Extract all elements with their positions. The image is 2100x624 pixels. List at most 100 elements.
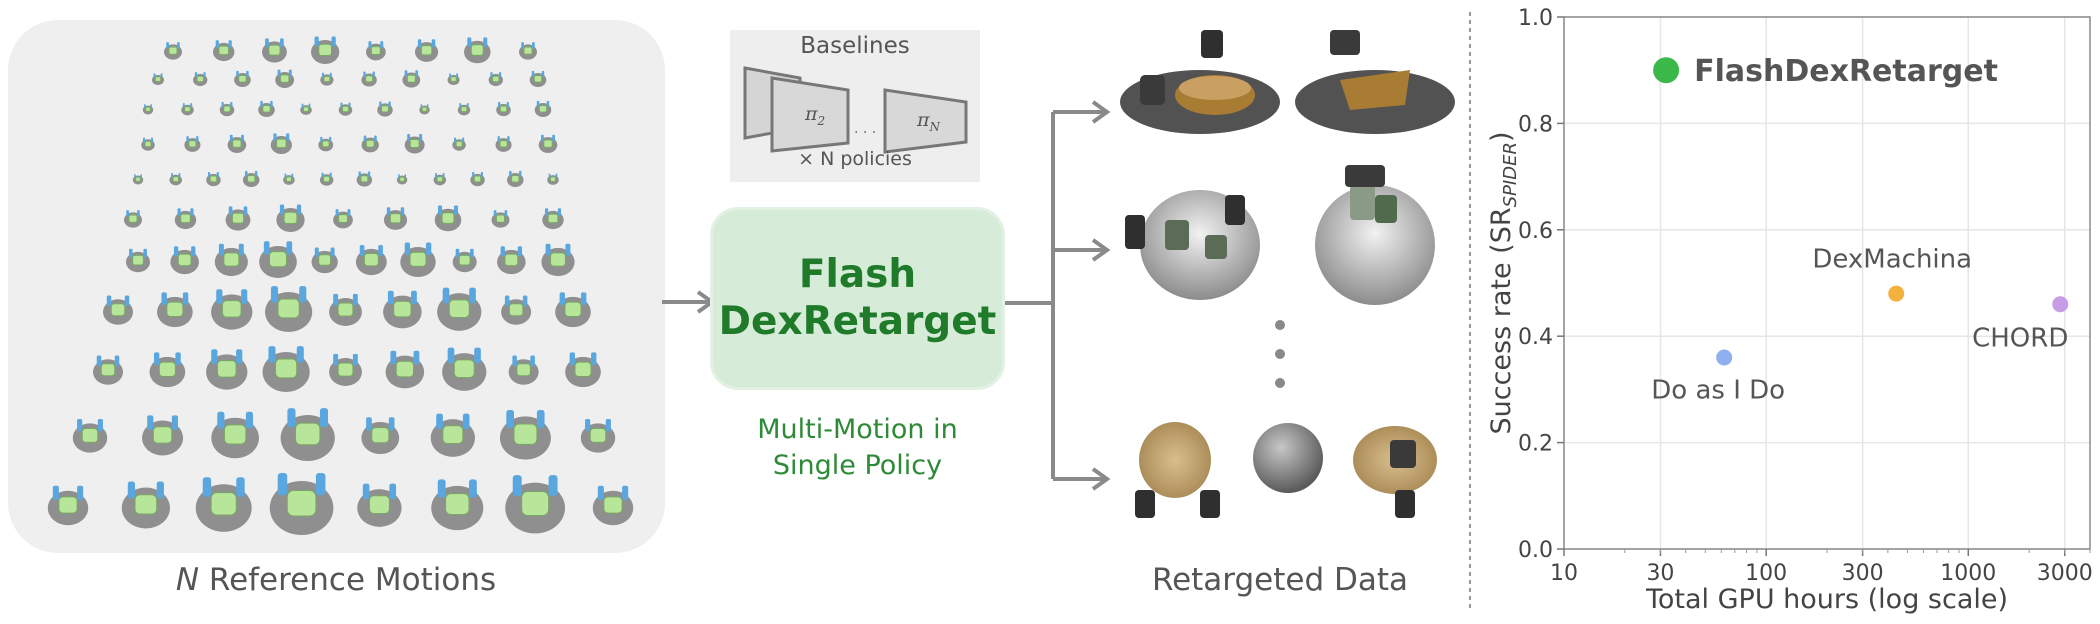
x-axis-title: Total GPU hours (log scale) bbox=[1645, 584, 2008, 615]
motion-object bbox=[132, 254, 144, 266]
motion-hand bbox=[228, 206, 233, 216]
motion-object bbox=[218, 45, 230, 56]
more-dot-2 bbox=[1275, 349, 1285, 359]
motion-object bbox=[279, 74, 290, 83]
motion-object bbox=[533, 74, 543, 83]
motion-hand bbox=[497, 136, 500, 142]
motion-object bbox=[504, 253, 519, 267]
motion-hand bbox=[541, 70, 545, 77]
motion-hand bbox=[459, 103, 462, 108]
motion-object bbox=[323, 75, 331, 83]
motion-object bbox=[269, 251, 287, 268]
motion-hand bbox=[474, 347, 481, 364]
motion-hand bbox=[548, 173, 551, 178]
motion-hand bbox=[150, 104, 152, 108]
motion-object bbox=[232, 139, 242, 148]
motion-hand bbox=[462, 137, 465, 143]
reference-motions-caption: N Reference Motions bbox=[0, 562, 672, 598]
motion-hand bbox=[569, 352, 575, 365]
motion-hand bbox=[456, 73, 459, 78]
motion-object bbox=[409, 251, 427, 267]
motion-object bbox=[513, 423, 538, 445]
motion-object bbox=[337, 362, 354, 377]
motion-hand bbox=[166, 42, 169, 49]
motion-hand bbox=[330, 247, 335, 257]
motion-object bbox=[421, 106, 428, 112]
motion-object bbox=[221, 300, 242, 318]
motion-object bbox=[196, 75, 204, 83]
motion-hand bbox=[287, 408, 296, 428]
motion-hand bbox=[518, 170, 522, 177]
motion-hand bbox=[245, 411, 254, 429]
motion-object bbox=[285, 176, 292, 182]
motion-hand bbox=[470, 248, 474, 258]
motion-object bbox=[275, 358, 298, 379]
motion-hand bbox=[301, 103, 304, 108]
y-tick-label: 0.2 bbox=[1518, 432, 1553, 457]
motion-hand bbox=[196, 136, 199, 142]
motion-hand bbox=[541, 134, 544, 142]
motion-object bbox=[495, 214, 506, 223]
motion-hand bbox=[605, 419, 611, 432]
motion-hand bbox=[388, 101, 391, 107]
motion-hand bbox=[536, 409, 545, 428]
point-label-do-as-i-do: Do as I Do bbox=[1651, 375, 1785, 405]
motion-hand bbox=[404, 70, 408, 77]
motion-object bbox=[508, 303, 524, 317]
motion-hand bbox=[190, 208, 194, 216]
motion-hand bbox=[96, 355, 102, 366]
motion-hand bbox=[413, 350, 420, 365]
motion-object bbox=[302, 106, 310, 112]
motion-object bbox=[455, 140, 463, 148]
motion-hand bbox=[362, 483, 370, 500]
motion-hand bbox=[208, 172, 211, 178]
motion-hand bbox=[388, 417, 395, 431]
motion-hand bbox=[490, 72, 493, 78]
output-branch-arrows bbox=[1005, 100, 1111, 491]
more-dot-3 bbox=[1275, 378, 1285, 388]
motion-hand bbox=[504, 295, 510, 306]
chart-grid bbox=[1563, 16, 2090, 550]
motion-object bbox=[399, 176, 405, 182]
motion-hand bbox=[153, 73, 156, 78]
motion-object bbox=[177, 253, 192, 267]
motion-hand bbox=[319, 408, 329, 428]
motion-hand bbox=[77, 485, 84, 500]
motion-hand bbox=[52, 485, 59, 500]
motion-object bbox=[547, 213, 559, 224]
caption-variable: N bbox=[175, 562, 200, 598]
motion-hand bbox=[386, 207, 391, 216]
motion-hand bbox=[559, 292, 565, 305]
motion-object bbox=[166, 301, 184, 317]
motion-object bbox=[365, 139, 375, 148]
motion-object bbox=[441, 212, 455, 224]
motion-object bbox=[543, 139, 553, 148]
caption-text: Reference Motions bbox=[199, 562, 497, 598]
motion-hand bbox=[308, 103, 311, 108]
motion-hand bbox=[498, 72, 502, 78]
motion-object bbox=[370, 46, 381, 55]
motion-object bbox=[458, 254, 471, 266]
motion-hand bbox=[171, 173, 173, 178]
motion-hand bbox=[156, 481, 164, 499]
motion-object bbox=[442, 425, 464, 445]
policies-ellipsis: · · · bbox=[854, 125, 876, 141]
motion-hand bbox=[426, 104, 429, 108]
motion-hand bbox=[504, 210, 508, 217]
motion-object bbox=[574, 361, 592, 377]
motion-hand bbox=[254, 170, 258, 177]
motion-hand bbox=[277, 472, 288, 496]
motion-object bbox=[238, 74, 247, 83]
motion-object bbox=[550, 252, 566, 267]
flash-subtitle-line1: Multi-Motion in bbox=[757, 414, 958, 445]
motion-object bbox=[283, 211, 298, 225]
motion-object bbox=[286, 489, 317, 517]
motion-hand bbox=[467, 37, 472, 47]
motion-hand bbox=[498, 102, 501, 108]
motion-hand bbox=[126, 210, 129, 217]
motion-hand bbox=[415, 70, 418, 77]
motion-hand bbox=[277, 69, 281, 77]
motion-hand bbox=[229, 134, 233, 142]
motion-hand bbox=[244, 170, 248, 177]
